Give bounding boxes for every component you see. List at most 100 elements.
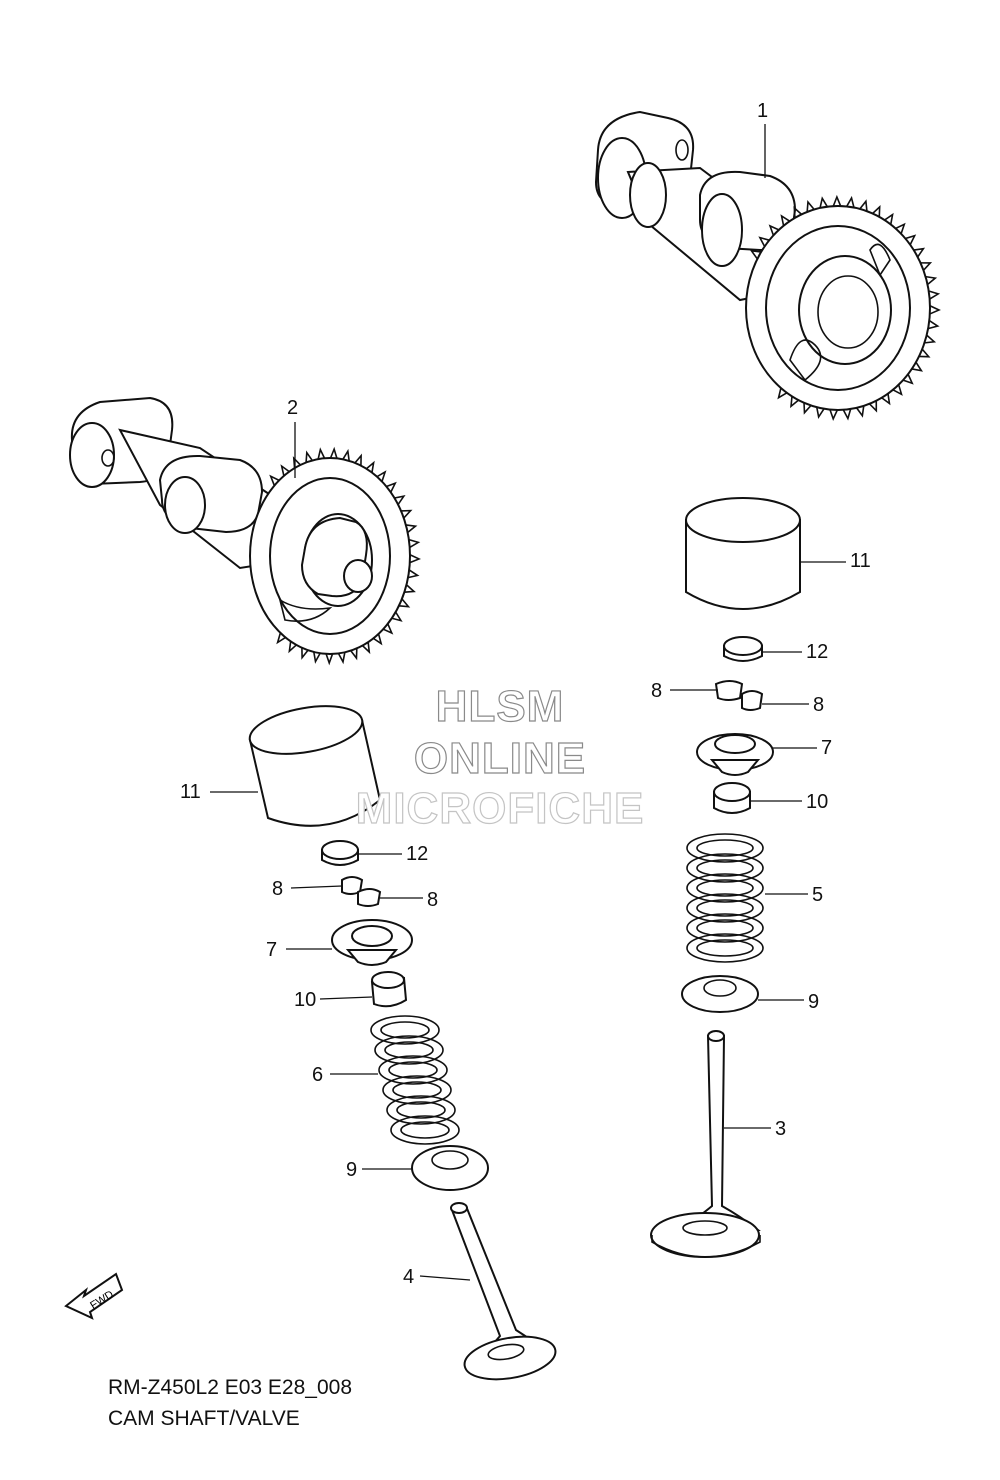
watermark-line1: HLSM [435, 681, 565, 731]
spring-coil [686, 933, 764, 963]
sprocket-tooth [269, 474, 280, 486]
valve-spring-right[interactable] [686, 833, 764, 963]
spring-seat-left[interactable] [411, 1145, 489, 1191]
spring-coil [374, 1035, 444, 1065]
model-code: RM-Z450L2 E03 E28_008 [108, 1376, 352, 1399]
spring-coil [370, 1015, 440, 1045]
callout-number-c9l[interactable]: 9 [346, 1159, 357, 1181]
spring-coil-inner [696, 899, 754, 917]
sprocket-tooth [749, 249, 762, 260]
sprocket-tooth [325, 653, 334, 666]
sprocket-tooth [777, 387, 788, 400]
spring-coil [382, 1075, 452, 1105]
sprocket-tooth [815, 407, 825, 420]
sprocket-tooth [927, 319, 940, 330]
sprocket-tooth [758, 236, 770, 247]
callout-number-c11l[interactable]: 11 [180, 781, 201, 803]
stem-seal-right[interactable] [713, 782, 751, 814]
callout-number-c8ra[interactable]: 8 [651, 680, 662, 702]
spring-coil [686, 893, 764, 923]
callout-number-c3[interactable]: 3 [775, 1118, 786, 1140]
sprocket-tooth [398, 598, 411, 608]
spring-retainer-right[interactable] [696, 733, 774, 776]
valve-tappet-right[interactable] [685, 497, 801, 610]
spring-coil [386, 1095, 456, 1125]
callout-number-c7r[interactable]: 7 [821, 737, 832, 759]
spring-coil [378, 1055, 448, 1085]
callout-number-c10r[interactable]: 10 [806, 791, 828, 813]
spring-coil-inner [696, 919, 754, 937]
sprocket-tooth [329, 446, 338, 459]
sprocket-tooth [365, 460, 375, 473]
shim-right[interactable] [723, 636, 763, 662]
sprocket-tooth [394, 495, 406, 505]
spring-coil [686, 853, 764, 883]
callout-number-c2[interactable]: 2 [287, 397, 298, 419]
callout-number-c6[interactable]: 6 [312, 1064, 323, 1086]
sprocket-tooth [313, 651, 321, 664]
valve-spring-left[interactable] [370, 1015, 460, 1145]
callout-number-c12l[interactable]: 12 [406, 843, 428, 865]
spring-coil [686, 873, 764, 903]
callout-number-c1[interactable]: 1 [757, 100, 768, 122]
sprocket-tooth [301, 647, 309, 660]
callout-number-c12r[interactable]: 12 [806, 641, 828, 663]
sprocket-tooth [832, 194, 842, 207]
sprocket-tooth [407, 569, 420, 579]
shim-left[interactable] [321, 840, 359, 866]
leader-line-c10l [319, 996, 373, 1000]
sprocket-tooth [928, 290, 941, 300]
spring-coil-inner [696, 879, 754, 897]
callout-number-c7l[interactable]: 7 [266, 939, 277, 961]
sprocket-tooth [386, 481, 397, 493]
sprocket-tooth [920, 262, 933, 271]
camshaft-exhaust[interactable] [594, 110, 941, 422]
sprocket-tooth [924, 334, 937, 344]
sprocket-tooth [905, 234, 917, 246]
sprocket-tooth [276, 632, 286, 645]
spring-coil-inner [696, 859, 754, 877]
valve-tappet-left[interactable] [246, 698, 382, 827]
callout-number-c4[interactable]: 4 [403, 1266, 414, 1288]
sprocket-tooth [408, 538, 421, 549]
sprocket-tooth [845, 195, 855, 208]
spring-coil-inner [696, 939, 754, 957]
spring-coil [686, 913, 764, 943]
leader-line-c8la [290, 885, 343, 889]
spring-coil [686, 833, 764, 863]
sprocket-tooth [305, 450, 313, 463]
camshaft-intake[interactable] [69, 396, 421, 666]
sprocket-tooth [790, 396, 800, 409]
sprocket-tooth [872, 204, 881, 217]
spring-coil-inner [384, 1041, 434, 1059]
spring-coil-inner [696, 839, 754, 857]
callout-number-c11r[interactable]: 11 [850, 550, 871, 572]
intake-valve[interactable] [450, 1202, 559, 1386]
sprocket-tooth [409, 554, 421, 564]
stem-seal-left[interactable] [370, 971, 408, 1008]
section-title: CAM SHAFT/VALVE [108, 1407, 300, 1430]
exhaust-valve[interactable] [650, 1030, 761, 1258]
sprocket-tooth [350, 648, 358, 661]
sprocket-tooth [892, 384, 903, 396]
spring-seat-right[interactable] [681, 975, 759, 1013]
sprocket-tooth [342, 448, 350, 461]
sprocket-tooth [372, 633, 383, 646]
sprocket-tooth [895, 222, 906, 235]
callout-number-c9r[interactable]: 9 [808, 991, 819, 1013]
watermark-line3: MICROFICHE [355, 783, 645, 833]
callout-number-c10l[interactable]: 10 [294, 989, 316, 1011]
sprocket-tooth [337, 652, 346, 665]
callout-number-c8lb[interactable]: 8 [427, 889, 438, 911]
callout-number-c8la[interactable]: 8 [272, 878, 283, 900]
spring-retainer-left[interactable] [331, 919, 413, 966]
callout-number-c8rb[interactable]: 8 [813, 694, 824, 716]
sprocket-tooth [819, 196, 828, 209]
valve-cotter-right[interactable] [714, 680, 764, 711]
spring-coil-inner [396, 1101, 446, 1119]
sprocket-tooth [855, 405, 865, 418]
sprocket-tooth [401, 509, 413, 519]
callout-number-c5[interactable]: 5 [812, 884, 823, 906]
valve-cotter-left[interactable] [341, 876, 382, 907]
